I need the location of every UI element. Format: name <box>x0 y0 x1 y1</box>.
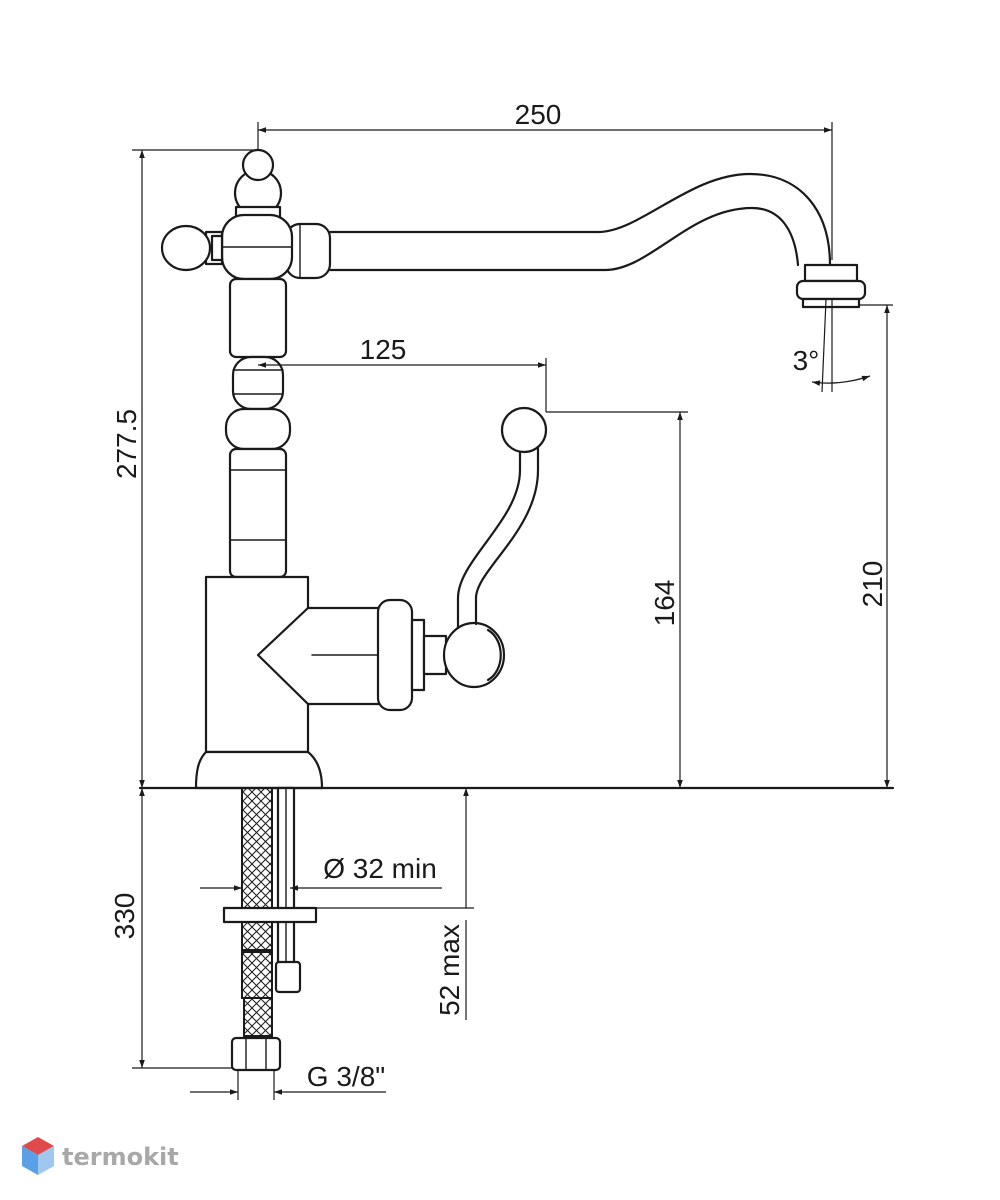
dim-height-total: 277.5 <box>111 409 142 479</box>
faucet-outline <box>138 148 895 1072</box>
dim-angle: 3° <box>793 345 820 376</box>
dim-width-total: 250 <box>515 99 562 130</box>
dim-hole-diameter: Ø 32 min <box>323 853 437 884</box>
lever-knob <box>500 406 548 454</box>
body-block <box>204 575 382 754</box>
dim-counter-thickness: 52 max <box>434 924 465 1016</box>
aerator <box>803 263 859 283</box>
dim-hose-depth: 330 <box>109 893 140 940</box>
faucet-base <box>194 750 324 790</box>
dim-spout-reach: 125 <box>360 334 407 365</box>
turned-column <box>224 277 292 579</box>
lever-hub <box>442 621 506 689</box>
left-knob <box>160 224 212 272</box>
mounting-plate <box>222 906 318 924</box>
termokit-logo: termokit <box>22 1137 179 1175</box>
dim-thread: G 3/8" <box>307 1061 385 1092</box>
hose-nut <box>230 1036 282 1072</box>
hexagon-cube-icon <box>22 1137 54 1175</box>
dim-handle-height: 164 <box>649 580 680 627</box>
logo-text: termokit <box>62 1143 179 1171</box>
braided-hose <box>241 787 273 951</box>
dimension-lines <box>132 122 893 1100</box>
dim-spout-height: 210 <box>857 561 888 608</box>
spout-tube <box>328 172 832 267</box>
lever-arm <box>456 444 522 630</box>
